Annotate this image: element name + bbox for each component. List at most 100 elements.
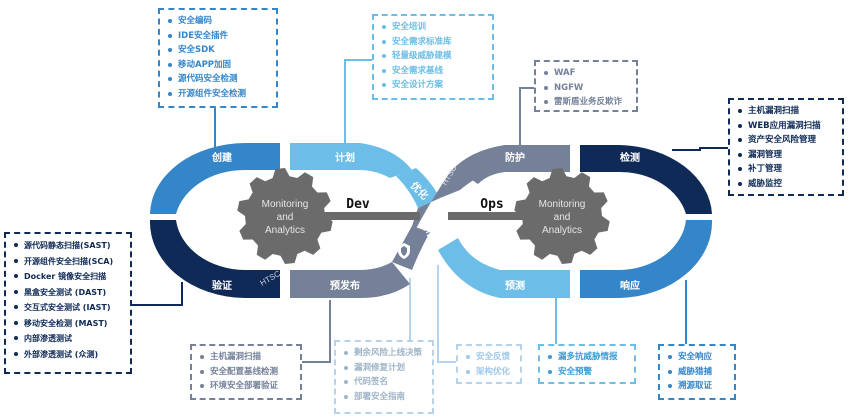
segment-predict: [438, 238, 570, 298]
box-predict-list: 漏多抗威胁情报 安全预警: [546, 350, 628, 379]
list-item: 资产安全风险管理: [736, 133, 836, 148]
gear-left-line1: Monitoring: [262, 199, 309, 210]
list-item: 安全SDK: [166, 43, 270, 58]
list-item: 安全反馈: [464, 350, 514, 365]
box-protect-list: WAF NGFW 雷斯盾业务反欺诈: [542, 66, 630, 110]
list-item: 安全响应: [666, 350, 728, 365]
list-item: 漏多抗威胁情报: [546, 350, 628, 365]
list-item: 安全需求基线: [380, 64, 486, 79]
list-item: 架构优化: [464, 365, 514, 380]
gear-left-line2: and: [277, 212, 294, 223]
list-item: 源代码静态扫描(SAST): [12, 238, 124, 254]
list-item: WEB应用漏洞扫描: [736, 119, 836, 134]
box-release-list: 剩余风险上线决策 漏洞修复计划 代码签名 部署安全指南: [342, 346, 426, 404]
label-protect: 防护: [505, 151, 525, 164]
box-verify: 源代码静态扫描(SAST) 开源组件安全扫描(SCA) Docker 镜像安全扫…: [4, 232, 132, 374]
list-item: 源代码安全检测: [166, 72, 270, 87]
box-plan: 安全培训 安全需求标准库 轻量级威胁建模 安全需求基线 安全设计方案: [372, 14, 494, 100]
ops-label: Ops: [480, 197, 503, 212]
list-item: 部署安全指南: [342, 390, 426, 405]
list-item: 黑盒安全测试 (DAST): [12, 285, 124, 301]
dev-label: Dev: [346, 197, 370, 212]
list-item: 主机漏洞扫描: [736, 104, 836, 119]
box-plan-list: 安全培训 安全需求标准库 轻量级威胁建模 安全需求基线 安全设计方案: [380, 20, 486, 93]
list-item: 溯源取证: [666, 379, 728, 394]
gear-right: [514, 168, 610, 264]
box-prerelease-list: 主机漏洞扫描 安全配置基线检测 环境安全部署验证: [198, 350, 294, 394]
list-item: 代码签名: [342, 375, 426, 390]
list-item: 安全配置基线检测: [198, 365, 294, 380]
list-item: 移动APP加固: [166, 58, 270, 73]
list-item: 安全培训: [380, 20, 486, 35]
segment-prerelease: [290, 262, 410, 298]
segment-plan: [290, 143, 412, 178]
list-item: WAF: [542, 66, 630, 81]
box-create: 安全编码 IDE安全插件 安全SDK 移动APP加固 源代码安全检测 开源组件安…: [158, 8, 278, 108]
list-item: 雷斯盾业务反欺诈: [542, 95, 630, 110]
segment-protect: [460, 145, 570, 184]
gear-right-line2: and: [554, 212, 571, 223]
connector-verify: [132, 282, 183, 306]
label-prerelease: 预发布: [330, 279, 360, 292]
box-detect: 主机漏洞扫描 WEB应用漏洞扫描 资产安全风险管理 漏洞管理 补丁管理 威胁监控: [728, 98, 844, 196]
segment-respond: [580, 220, 713, 298]
box-respond-list: 安全响应 威胁猎捕 溯源取证: [666, 350, 728, 394]
watermark-center: HTSC: [386, 219, 408, 228]
list-item: 轻量级威胁建模: [380, 49, 486, 64]
label-predict: 预测: [505, 279, 525, 292]
list-item: 安全设计方案: [380, 78, 486, 93]
list-item: 开源组件安全扫描(SCA): [12, 254, 124, 270]
left-loop: [149, 143, 412, 298]
connector-protect: [519, 87, 534, 148]
box-optimize-list: 安全反馈 架构优化: [464, 350, 514, 379]
list-item: IDE安全插件: [166, 29, 270, 44]
list-item: 安全编码: [166, 14, 270, 29]
list-item: 主机漏洞扫描: [198, 350, 294, 365]
list-item: 威胁猎捕: [666, 365, 728, 380]
box-predict: 漏多抗威胁情报 安全预警: [538, 344, 636, 384]
label-create: 创建: [211, 151, 233, 164]
label-detect: 检测: [620, 151, 640, 164]
box-respond: 安全响应 威胁猎捕 溯源取证: [658, 344, 736, 400]
list-item: 补丁管理: [736, 162, 836, 177]
dev-bar: [250, 212, 420, 220]
gear-right-line3: Analytics: [542, 225, 582, 236]
box-detect-list: 主机漏洞扫描 WEB应用漏洞扫描 资产安全风险管理 漏洞管理 补丁管理 威胁监控: [736, 104, 836, 191]
label-verify: 验证: [212, 279, 232, 292]
list-item: Docker 镜像安全扫描: [12, 269, 124, 285]
segment-detect: [580, 145, 712, 214]
list-item: 交互式安全测试 (IAST): [12, 300, 124, 316]
segment-release-lower: [392, 226, 430, 270]
list-item: 外部渗透测试 (众测): [12, 347, 124, 363]
label-plan: 计划: [335, 151, 355, 164]
shield-icon: [398, 243, 410, 259]
segment-verify: [149, 220, 280, 298]
list-item: 漏洞修复计划: [342, 361, 426, 376]
box-release: 剩余风险上线决策 漏洞修复计划 代码签名 部署安全指南: [334, 340, 434, 414]
box-verify-list: 源代码静态扫描(SAST) 开源组件安全扫描(SCA) Docker 镜像安全扫…: [12, 238, 124, 362]
segment-create: [150, 143, 280, 214]
list-item: 漏洞管理: [736, 148, 836, 163]
list-item: 环境安全部署验证: [198, 379, 294, 394]
connector-prerelease: [302, 300, 331, 363]
list-item: 安全需求标准库: [380, 35, 486, 50]
box-create-list: 安全编码 IDE安全插件 安全SDK 移动APP加固 源代码安全检测 开源组件安…: [166, 14, 270, 101]
list-item: 剩余风险上线决策: [342, 346, 426, 361]
connector-optimize: [437, 265, 458, 363]
gear-left: [237, 168, 333, 264]
box-optimize: 安全反馈 架构优化: [456, 344, 522, 384]
connector-plan: [344, 59, 372, 148]
connector-detect: [672, 147, 728, 151]
box-prerelease: 主机漏洞扫描 安全配置基线检测 环境安全部署验证: [190, 344, 302, 400]
list-item: 开源组件安全检测: [166, 87, 270, 102]
list-item: NGFW: [542, 81, 630, 96]
box-protect: WAF NGFW 雷斯盾业务反欺诈: [534, 60, 638, 112]
segment-optimize: [396, 168, 440, 208]
gear-left-line3: Analytics: [265, 225, 305, 236]
list-item: 安全预警: [546, 365, 628, 380]
label-respond: 响应: [620, 279, 640, 292]
list-item: 威胁监控: [736, 177, 836, 192]
gear-shape: [514, 168, 610, 264]
gear-shape: [237, 168, 333, 264]
